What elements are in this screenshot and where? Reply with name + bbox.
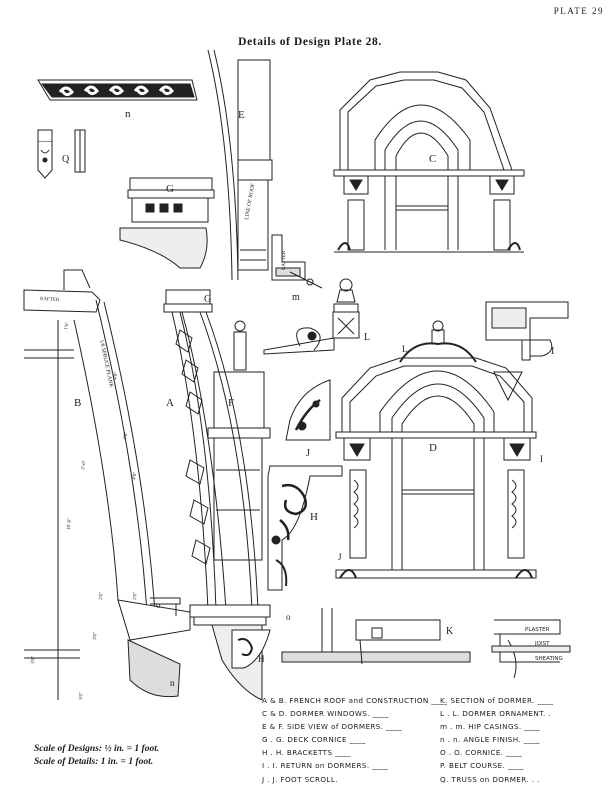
label-j: J: [306, 448, 310, 459]
legend-left: A & B. FRENCH ROOF and CONSTRUCTION ____…: [262, 696, 452, 788]
label-e: E: [238, 109, 245, 121]
legend-item: I . I. RETURN on DORMERS. ____: [262, 761, 389, 771]
label-l: L: [364, 332, 370, 343]
return-on-dormer-upper: [485, 301, 569, 402]
legend-item: n . n. ANGLE FINISH. ____: [440, 735, 540, 745]
plate-number: PLATE 29: [553, 6, 604, 16]
legend-item: G . G. DECK CORNICE ____: [262, 735, 366, 745]
label-c: C: [429, 153, 436, 165]
label-k: K: [446, 626, 454, 637]
rafter-side-label: RAFTER: [40, 297, 60, 303]
section-of-dormer-k: [281, 608, 571, 679]
bracket-h: [267, 465, 343, 591]
deck-cornice-g: [119, 177, 215, 269]
legend-item: K. SECTION of DORMER. ____: [440, 696, 554, 705]
french-roof-construction-b: [23, 269, 191, 700]
dimension-label: 2'-0": [81, 460, 88, 470]
label-m: m: [292, 292, 300, 303]
dimension-label: 10'-6": [67, 518, 73, 530]
dimension-label: 3'6": [31, 656, 37, 664]
label-i: I: [551, 346, 554, 357]
legend-item: m . m. HIP CASINGS. ____: [440, 722, 541, 732]
label-h-lower: H: [258, 654, 265, 664]
legend-item: L . L. DORMER ORNAMENT. .: [440, 709, 552, 719]
sheating-label: SHEATING: [535, 656, 563, 662]
hip-casing: [271, 234, 323, 289]
joist-label: JOIST: [534, 641, 550, 647]
foot-scroll-upper: [285, 379, 331, 441]
legend-item: E & F. SIDE VIEW of DORMERS. ____: [262, 722, 403, 732]
line-of-roof-label: LINE OF ROOF: [244, 183, 256, 220]
legend-item: A & B. FRENCH ROOF and CONSTRUCTION ____: [262, 696, 448, 705]
plaster-label: PLASTER: [525, 627, 550, 633]
cornice-o: [150, 597, 181, 616]
plate-title: Details of Design Plate 28.: [238, 36, 382, 48]
dimension-label: 3'6": [79, 692, 85, 700]
dimension-label: 2'6": [133, 592, 139, 600]
dimension-label: 4'0": [113, 372, 120, 381]
dimension-label: 1'6": [64, 322, 71, 331]
side-view-dormer-f: [207, 320, 271, 561]
scale-of-details: Scale of Details: 1 in. = 1 foot.: [34, 757, 154, 767]
truss-on-dormer: [37, 129, 86, 179]
dimension-label: 2'6": [99, 592, 105, 600]
legend-item: P. BELT COURSE. ____: [440, 761, 524, 771]
dimension-label: 3'6": [93, 632, 99, 640]
label-g: G: [166, 183, 174, 195]
label-d: D: [429, 442, 437, 454]
spruce-plank-label: 1/8 SPRUCE PLANK: [98, 339, 114, 388]
label-j-lower: J: [338, 552, 342, 562]
label-q: Q: [62, 154, 70, 165]
dormer-window-d: [335, 320, 537, 579]
label-h: H: [310, 511, 318, 523]
legend-item: J . J. FOOT SCROLL.: [262, 774, 338, 784]
label-n-bottom: n: [170, 678, 175, 688]
angle-finish-ornament: [37, 79, 198, 101]
legend-item: Q. TRUSS on DORMER. . .: [440, 774, 540, 784]
bracket-h-lower: [231, 629, 271, 669]
label-n-top: n: [125, 108, 131, 120]
legend-right: K. SECTION of DORMER. ____ L . L. DORMER…: [440, 696, 612, 788]
legend-item: C & D. DORMER WINDOWS. ____: [262, 709, 389, 719]
legend-item: O . O. CORNICE. ____: [440, 748, 523, 758]
dimension-label: 4'0": [132, 472, 139, 481]
label-o-left: o: [156, 600, 161, 610]
dimension-label: 4'0": [123, 432, 130, 441]
label-g-a: G: [204, 294, 211, 305]
label-f: F: [228, 397, 234, 409]
dormer-window-c: [333, 71, 525, 253]
label-a: A: [166, 397, 174, 409]
side-view-dormer-e: [207, 49, 273, 281]
label-b: B: [74, 397, 81, 409]
rafter-m-label: RAFTER: [282, 250, 287, 270]
label-o-right: o: [286, 612, 291, 622]
dormer-ornament-l: [263, 278, 360, 355]
scale-of-designs: Scale of Designs: ½ in. = 1 foot.: [34, 744, 160, 754]
legend-item: H . H. BRACKETTS ____: [262, 748, 352, 758]
label-l-lower: L: [402, 344, 408, 354]
label-i-lower: I: [540, 454, 543, 464]
